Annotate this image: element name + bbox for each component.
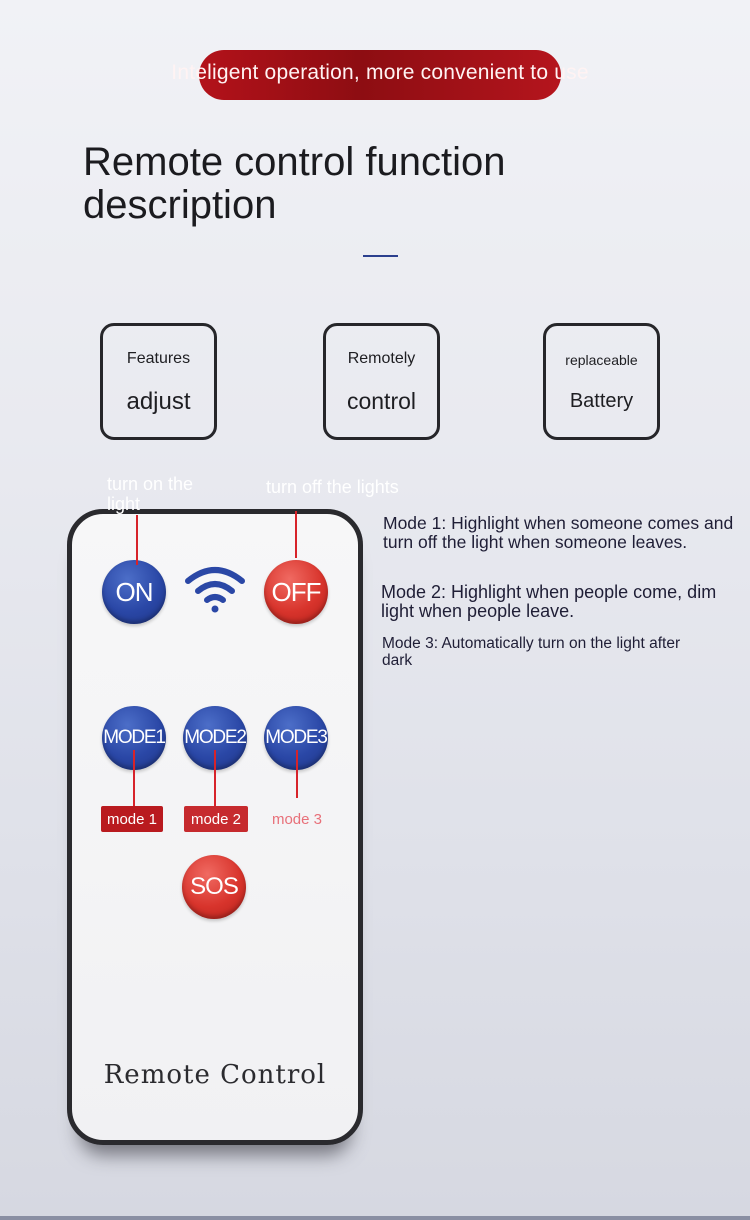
mode1-pointer-line <box>133 750 135 808</box>
mode1-tag: mode 1 <box>101 806 163 832</box>
feature-small-label: Features <box>126 350 191 367</box>
mode1-description: Mode 1: Highlight when someone comes and… <box>383 513 734 552</box>
mode3-tag: mode 3 <box>271 810 323 828</box>
feature-big-label: adjust <box>126 388 191 415</box>
feature-adjust-card: Features adjust <box>100 323 217 440</box>
mode2-description: Mode 2: Highlight when people come, dim … <box>381 582 717 621</box>
feature-small-label: Remotely <box>347 350 416 367</box>
feature-big-label: control <box>346 388 417 414</box>
turn-off-label: turn off the lights <box>266 477 399 497</box>
off-button[interactable]: OFF <box>264 560 328 624</box>
wifi-icon <box>185 567 245 613</box>
on-pointer-line <box>136 515 138 565</box>
mode2-pointer-line <box>214 750 216 808</box>
title-divider <box>363 255 398 257</box>
page-title: Remote control function description <box>83 140 506 227</box>
header-banner <box>199 50 561 100</box>
sos-button[interactable]: SOS <box>182 855 246 919</box>
mode3-button[interactable]: MODE3 <box>264 706 328 770</box>
bottom-divider <box>0 1216 750 1220</box>
mode2-tag: mode 2 <box>184 806 248 832</box>
mode3-description: Mode 3: Automatically turn on the light … <box>382 635 681 669</box>
feature-big-label: Battery <box>569 390 634 412</box>
feature-battery-card: replaceable Battery <box>543 323 660 440</box>
mode3-pointer-line <box>296 750 298 798</box>
banner-text: Inteligent operation, more convenient to… <box>171 61 589 84</box>
remote-brand-label: Remote Control <box>103 1060 327 1090</box>
on-button[interactable]: ON <box>102 560 166 624</box>
feature-small-label: replaceable <box>565 352 638 368</box>
off-pointer-line <box>295 511 297 558</box>
turn-on-label: turn on the light <box>107 474 194 514</box>
feature-remote-card: Remotely control <box>323 323 440 440</box>
